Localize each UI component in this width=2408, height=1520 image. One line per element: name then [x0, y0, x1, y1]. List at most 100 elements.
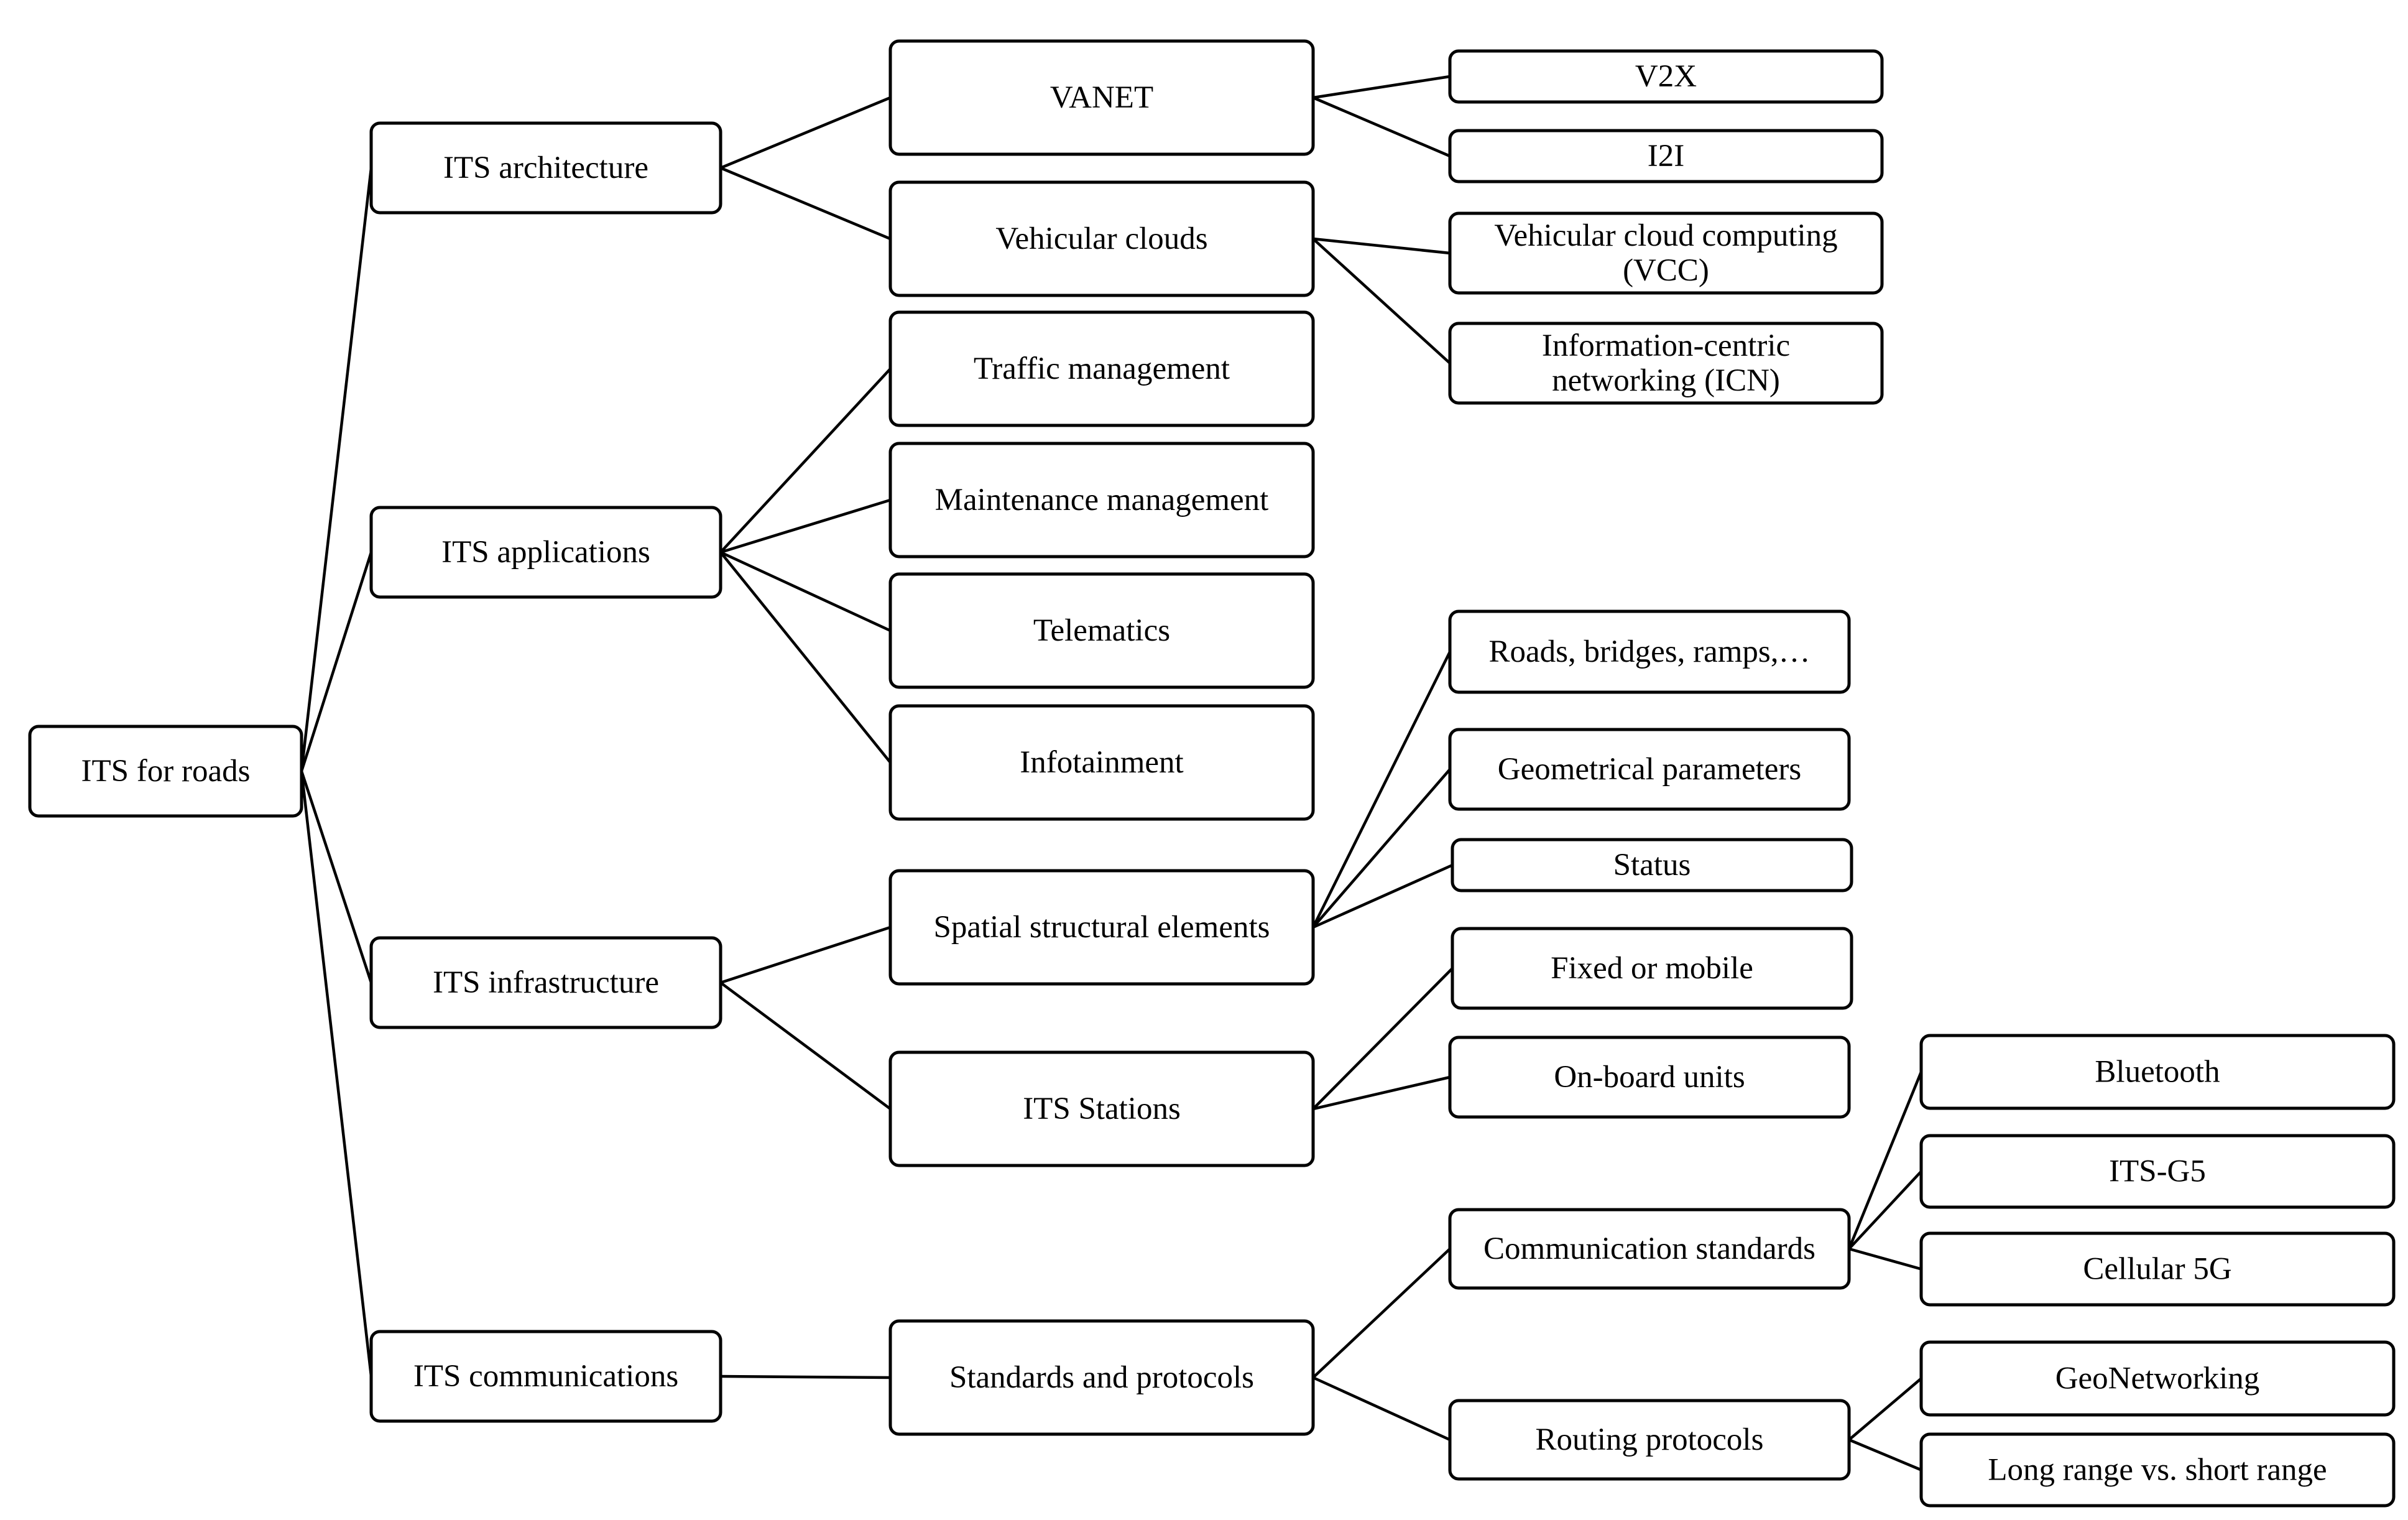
node-infotainment: Infotainment	[888, 704, 1315, 821]
node-vanet: VANET	[888, 39, 1315, 156]
node-box-its-g5	[1919, 1134, 2396, 1209]
node-box-maintenance-management	[888, 442, 1315, 558]
node-routing-protocols: Routing protocols	[1448, 1399, 1851, 1481]
edge-communication-standards-to-bluetooth	[1847, 1071, 1923, 1249]
node-on-board-units: On-board units	[1448, 1036, 1851, 1119]
node-label-status: Status	[1613, 848, 1691, 883]
node-status: Status	[1451, 838, 1853, 892]
node-geometrical-parameters: Geometrical parameters	[1448, 728, 1851, 811]
node-box-vcc	[1448, 211, 1884, 295]
node-box-cellular-5g	[1919, 1231, 2396, 1307]
node-label-standards-and-protocols: Standards and protocols	[949, 1360, 1254, 1395]
node-label-cellular-5g: Cellular 5G	[2083, 1252, 2231, 1287]
node-box-vanet	[888, 39, 1315, 156]
edge-its-applications-to-maintenance-management	[720, 498, 891, 554]
node-long-vs-short-range: Long range vs. short range	[1919, 1432, 2396, 1508]
node-label-its-architecture: ITS architecture	[443, 151, 648, 185]
node-box-its-for-roads	[28, 725, 303, 818]
edge-its-communications-to-standards-and-protocols	[720, 1374, 891, 1379]
node-label-geometrical-parameters: Geometrical parameters	[1498, 752, 1801, 787]
node-fixed-or-mobile: Fixed or mobile	[1451, 927, 1853, 1010]
node-label-its-infrastructure: ITS infrastructure	[433, 965, 659, 1000]
node-box-traffic-management	[888, 310, 1315, 427]
edge-its-applications-to-traffic-management	[719, 368, 892, 554]
node-label-communication-standards: Communication standards	[1483, 1231, 1815, 1266]
node-box-on-board-units	[1448, 1036, 1851, 1119]
node-maintenance-management: Maintenance management	[888, 442, 1315, 558]
node-box-its-stations	[888, 1050, 1315, 1167]
edge-its-infrastructure-to-its-stations	[719, 981, 892, 1110]
edge-its-for-roads-to-its-communications	[300, 771, 373, 1377]
edges	[300, 75, 1923, 1471]
node-its-communications: ITS communications	[369, 1330, 722, 1423]
node-box-spatial-structural-elements	[888, 869, 1315, 986]
edge-spatial-structural-elements-to-roads-bridges	[1311, 651, 1452, 929]
node-label-its-applications: ITS applications	[441, 535, 650, 570]
node-box-its-architecture	[369, 121, 722, 215]
node-its-architecture: ITS architecture	[369, 121, 722, 215]
node-box-infotainment	[888, 704, 1315, 821]
edge-spatial-structural-elements-to-status	[1312, 863, 1453, 929]
node-spatial-structural-elements: Spatial structural elements	[888, 869, 1315, 986]
edge-communication-standards-to-cellular-5g	[1848, 1247, 1922, 1271]
edge-its-architecture-to-vehicular-clouds	[720, 166, 891, 241]
node-box-communication-standards	[1448, 1208, 1851, 1290]
node-label-its-communications: ITS communications	[413, 1359, 678, 1394]
edge-its-for-roads-to-its-infrastructure	[300, 771, 373, 983]
node-label-icn-line-2: networking (ICN)	[1552, 363, 1780, 398]
node-cellular-5g: Cellular 5G	[1919, 1231, 2396, 1307]
node-label-its-stations: ITS Stations	[1023, 1091, 1181, 1126]
node-label-vehicular-clouds: Vehicular clouds	[995, 221, 1207, 256]
node-v2x: V2X	[1448, 49, 1884, 104]
node-bluetooth: Bluetooth	[1919, 1034, 2396, 1110]
node-label-icn-line-1: Information-centric	[1542, 328, 1790, 363]
node-its-applications: ITS applications	[369, 506, 722, 599]
node-box-its-applications	[369, 506, 722, 599]
node-vehicular-clouds: Vehicular clouds	[888, 180, 1315, 297]
node-label-fixed-or-mobile: Fixed or mobile	[1551, 951, 1753, 986]
edge-communication-standards-to-its-g5	[1848, 1170, 1922, 1250]
edge-its-stations-to-on-board-units	[1312, 1075, 1451, 1111]
node-label-on-board-units: On-board units	[1554, 1060, 1745, 1095]
node-box-v2x	[1448, 49, 1884, 104]
node-label-traffic-management: Traffic management	[974, 351, 1230, 386]
node-box-fixed-or-mobile	[1451, 927, 1853, 1010]
edge-routing-protocols-to-long-vs-short-range	[1848, 1438, 1922, 1471]
node-box-vehicular-clouds	[888, 180, 1315, 297]
edge-its-for-roads-to-its-architecture	[300, 167, 373, 772]
node-label-vanet: VANET	[1050, 80, 1153, 115]
node-label-geonetworking: GeoNetworking	[2055, 1361, 2260, 1396]
edge-vanet-to-v2x	[1312, 75, 1451, 100]
node-box-standards-and-protocols	[888, 1319, 1315, 1436]
edge-vehicular-clouds-to-icn	[1312, 238, 1451, 364]
node-its-infrastructure: ITS infrastructure	[369, 936, 722, 1029]
node-box-roads-bridges	[1448, 609, 1851, 694]
node-box-its-communications	[369, 1330, 722, 1423]
node-box-status	[1451, 838, 1853, 892]
node-i2i: I2I	[1448, 129, 1884, 183]
edge-standards-and-protocols-to-communication-standards	[1312, 1248, 1451, 1379]
node-label-spatial-structural-elements: Spatial structural elements	[933, 910, 1270, 945]
node-box-geometrical-parameters	[1448, 728, 1851, 811]
node-its-g5: ITS-G5	[1919, 1134, 2396, 1209]
node-standards-and-protocols: Standards and protocols	[888, 1319, 1315, 1436]
node-label-maintenance-management: Maintenance management	[935, 483, 1269, 517]
node-box-bluetooth	[1919, 1034, 2396, 1110]
edge-vanet-to-i2i	[1312, 96, 1451, 158]
node-label-roads-bridges: Roads, bridges, ramps,…	[1488, 634, 1810, 669]
node-label-telematics: Telematics	[1033, 613, 1170, 648]
node-label-infotainment: Infotainment	[1020, 745, 1183, 780]
node-roads-bridges: Roads, bridges, ramps,…	[1448, 609, 1851, 694]
node-box-its-infrastructure	[369, 936, 722, 1029]
node-telematics: Telematics	[888, 572, 1315, 689]
edge-its-infrastructure-to-spatial-structural-elements	[720, 925, 891, 985]
node-its-for-roads: ITS for roads	[28, 725, 303, 818]
node-its-stations: ITS Stations	[888, 1050, 1315, 1167]
node-label-routing-protocols: Routing protocols	[1536, 1422, 1764, 1457]
edge-vehicular-clouds-to-vcc	[1312, 237, 1451, 255]
node-communication-standards: Communication standards	[1448, 1208, 1851, 1290]
node-label-bluetooth: Bluetooth	[2095, 1055, 2220, 1090]
node-box-geonetworking	[1919, 1340, 2396, 1417]
edge-standards-and-protocols-to-routing-protocols	[1312, 1376, 1451, 1442]
